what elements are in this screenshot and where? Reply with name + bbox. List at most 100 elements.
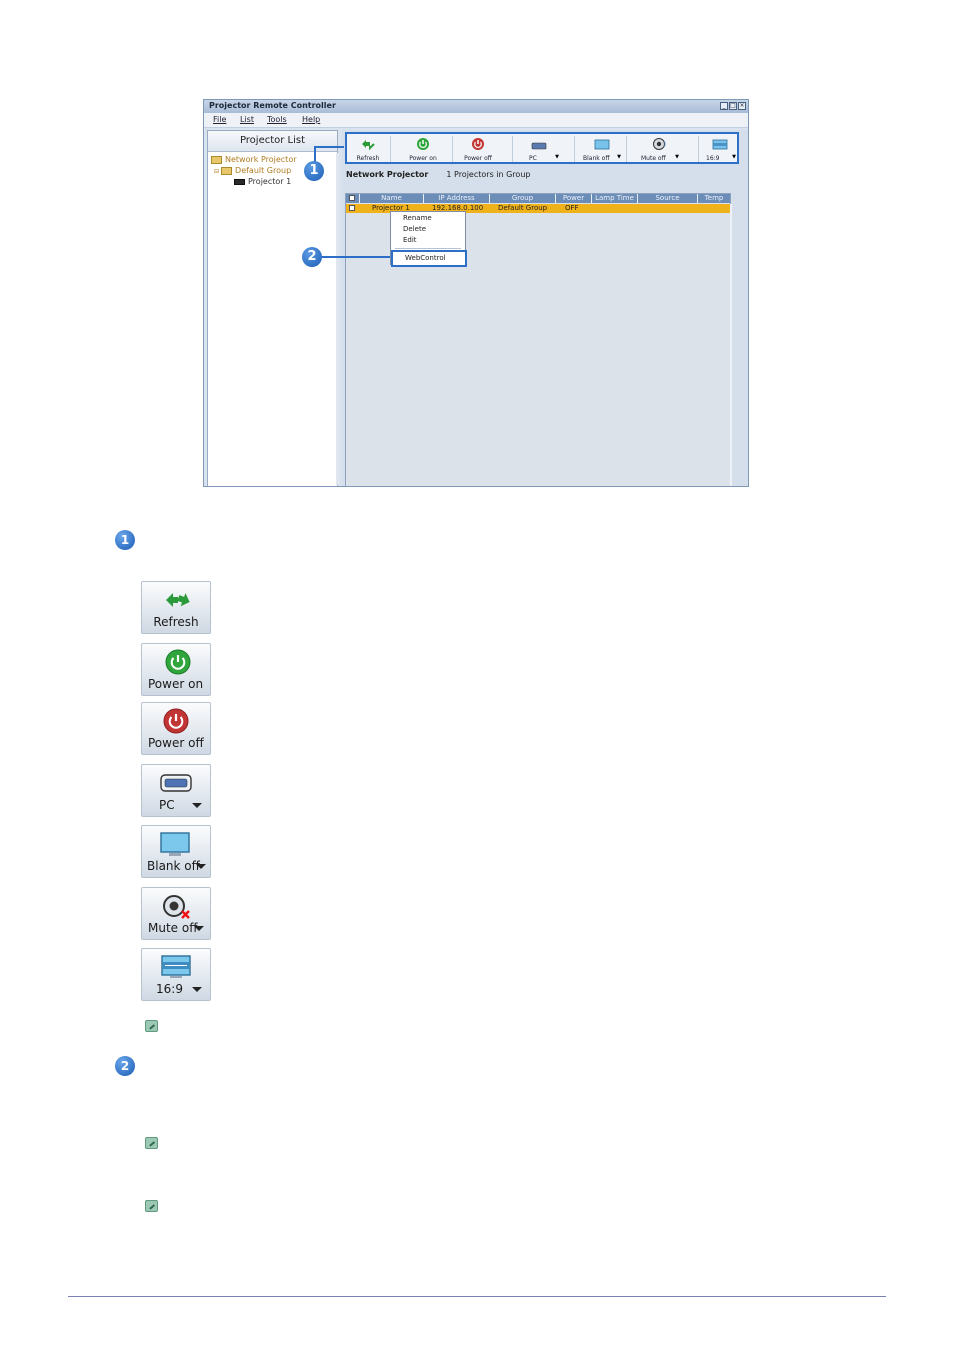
tree-network-projector[interactable]: Network Projector [211, 155, 297, 164]
chevron-down-icon: ▼ [555, 154, 559, 160]
callout-2-line [322, 256, 390, 258]
mute-off-dropdown-button[interactable]: Mute off [141, 887, 211, 940]
window-title: Projector Remote Controller [209, 101, 336, 110]
callout-1-line [314, 146, 344, 148]
cell-power: OFF [565, 204, 579, 212]
minimize-icon[interactable]: _ [720, 102, 728, 110]
chevron-down-icon: ▼ [617, 154, 621, 160]
chevron-down-icon [192, 803, 202, 808]
context-separator [395, 248, 461, 249]
toolbar: Refresh Power on Power off [345, 132, 739, 164]
section-1-bullet: 1 [115, 530, 135, 550]
toolbar-blank-off-dropdown[interactable]: Blank off ▼ [581, 136, 623, 162]
toolbar-separator [698, 136, 699, 162]
callout-2-badge: 2 [302, 247, 322, 267]
power-on-button[interactable]: Power on [141, 643, 211, 696]
header-checkbox-cell [346, 194, 360, 203]
toolbar-power-off-button[interactable]: Power off [455, 136, 501, 162]
toolbar-separator [626, 136, 627, 162]
expand-icon[interactable]: ⊟ [214, 168, 220, 175]
group-info-label: Network Projector [346, 170, 429, 179]
section-2-bullet: 2 [115, 1056, 135, 1076]
pc-input-icon [160, 774, 192, 792]
column-ip-address[interactable]: IP Address [424, 194, 490, 203]
select-all-checkbox[interactable] [349, 195, 355, 201]
column-name[interactable]: Name [360, 194, 424, 203]
row-checkbox[interactable] [349, 205, 355, 211]
toolbar-separator [390, 136, 391, 162]
menu-help[interactable]: Help [302, 115, 321, 124]
refresh-button[interactable]: Refresh [141, 581, 211, 634]
pc-dropdown-button[interactable]: PC [141, 764, 211, 817]
chevron-down-icon [196, 864, 206, 869]
toolbar-separator [574, 136, 575, 162]
aspect-ratio-icon [712, 139, 728, 150]
pc-input-icon [531, 142, 547, 150]
toolbar-separator [512, 136, 513, 162]
toolbar-aspect-dropdown[interactable]: 16:9 ▼ [702, 136, 738, 162]
column-power[interactable]: Power [556, 194, 592, 203]
toolbar-pc-dropdown[interactable]: PC ▼ [517, 136, 561, 162]
toolbar-power-on-button[interactable]: Power on [401, 136, 445, 162]
menu-bar: File List Tools Help [204, 113, 748, 128]
cell-ip: 192.168.0.100 [432, 204, 484, 212]
context-webcontrol[interactable]: WebControl [391, 250, 467, 267]
menu-list[interactable]: List [240, 115, 254, 124]
main-panel: Refresh Power on Power off [342, 130, 748, 486]
chevron-down-icon: ▼ [732, 154, 736, 160]
refresh-icon [362, 140, 375, 151]
close-icon[interactable]: × [738, 102, 746, 110]
column-temp[interactable]: Temp [704, 194, 724, 202]
projector-list-panel: Projector List Network Projector ⊟Defaul… [207, 130, 339, 486]
left-scrollbar[interactable] [336, 153, 339, 485]
note-icon [145, 1137, 158, 1149]
toolbar-separator [452, 136, 453, 162]
speaker-icon [653, 138, 666, 150]
tree-projector-1[interactable]: Projector 1 [234, 177, 291, 186]
toolbar-refresh-button[interactable]: Refresh [349, 136, 387, 162]
folder-icon [211, 155, 222, 164]
toolbar-mute-off-dropdown[interactable]: Mute off ▼ [639, 136, 681, 162]
column-group[interactable]: Group [490, 194, 556, 203]
screen-icon [160, 832, 190, 856]
mute-speaker-icon [163, 895, 190, 919]
refresh-icon [166, 593, 190, 607]
power-off-icon [163, 708, 189, 734]
projector-icon [234, 178, 245, 185]
context-delete[interactable]: Delete [403, 225, 426, 233]
footer-divider [68, 1296, 886, 1297]
aspect-ratio-icon [161, 955, 191, 978]
column-lamp-time[interactable]: Lamp Time [592, 194, 638, 203]
blank-off-dropdown-button[interactable]: Blank off [141, 825, 211, 878]
table-header: Name IP Address Group Power Lamp Time So… [346, 194, 730, 203]
folder-icon [221, 166, 233, 175]
maximize-icon[interactable]: □ [729, 102, 737, 110]
chevron-down-icon [194, 926, 204, 931]
chevron-down-icon [192, 987, 202, 992]
power-off-button[interactable]: Power off [141, 702, 211, 755]
column-source[interactable]: Source [638, 194, 698, 203]
group-info: Network Projector 1 Projectors in Group [346, 170, 530, 179]
menu-tools[interactable]: Tools [267, 115, 287, 124]
context-edit[interactable]: Edit [403, 236, 417, 244]
cell-name: Projector 1 [372, 204, 410, 212]
cell-group: Default Group [498, 204, 548, 212]
projector-table: Name IP Address Group Power Lamp Time So… [345, 193, 732, 486]
title-bar: Projector Remote Controller _ □ × [204, 100, 748, 113]
power-off-icon [472, 138, 484, 150]
table-scrollbar[interactable] [730, 204, 732, 486]
callout-1-badge: 1 [304, 161, 324, 181]
chevron-down-icon: ▼ [675, 154, 679, 160]
group-info-count: 1 Projectors in Group [446, 170, 531, 179]
aspect-ratio-dropdown-button[interactable]: 16:9 [141, 948, 211, 1001]
table-row[interactable]: Projector 1 192.168.0.100 Default Group … [346, 204, 730, 213]
context-rename[interactable]: Rename [403, 214, 432, 222]
app-window: Projector Remote Controller _ □ × File L… [203, 99, 749, 487]
power-on-icon [165, 649, 191, 675]
note-icon [145, 1020, 158, 1032]
menu-file[interactable]: File [213, 115, 227, 124]
screen-icon [594, 139, 610, 150]
tree-default-group[interactable]: ⊟Default Group [214, 166, 292, 175]
power-on-icon [417, 138, 429, 150]
projector-list-header: Projector List [208, 131, 337, 152]
